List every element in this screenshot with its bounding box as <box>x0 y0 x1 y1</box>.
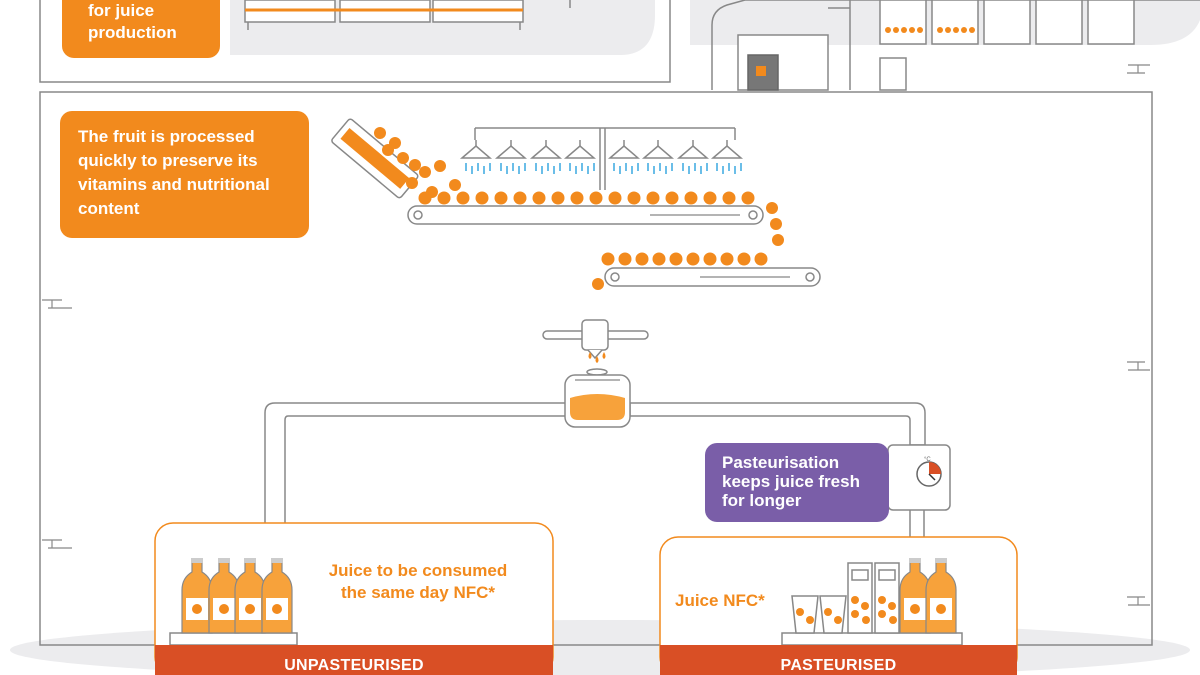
orange <box>437 191 451 205</box>
orange <box>419 166 431 178</box>
orange <box>635 252 649 266</box>
orange <box>409 159 421 171</box>
orange <box>513 191 527 205</box>
orange <box>703 252 717 266</box>
main-panel <box>39 91 1153 646</box>
orange <box>737 252 751 266</box>
wall-marks <box>42 64 1150 606</box>
juice-press <box>542 319 649 376</box>
callout-pasteurisation: Pasteurisation keeps juice fresh for lon… <box>705 443 889 522</box>
orange <box>627 191 641 205</box>
orange <box>665 191 679 205</box>
orange <box>551 191 565 205</box>
label-juice-nfc: Juice NFC* <box>675 591 765 610</box>
shelf-right <box>781 632 963 646</box>
top-left-panel <box>39 0 671 83</box>
orange <box>646 191 660 205</box>
orange <box>720 252 734 266</box>
oranges <box>374 127 784 344</box>
label-same-day: Juice to be consumed the same day NFC* <box>328 561 508 602</box>
orange <box>406 177 418 189</box>
orange <box>382 144 394 156</box>
carton-oranges <box>851 596 897 624</box>
fruit-crates-top <box>244 0 571 30</box>
orange <box>766 202 778 214</box>
orange <box>770 218 782 230</box>
orange <box>456 191 470 205</box>
background-shape-top-left <box>230 0 655 55</box>
orange <box>570 191 584 205</box>
orange <box>494 191 508 205</box>
crate-oranges <box>885 27 975 33</box>
orange <box>449 179 461 191</box>
orange <box>592 278 604 290</box>
pasteuriser-unit <box>887 444 951 511</box>
orange <box>374 127 386 139</box>
orange <box>434 160 446 172</box>
conveyor-belt-upper <box>407 205 764 225</box>
cup-oranges <box>796 608 842 624</box>
juice-drops <box>588 352 606 363</box>
juice-bottles <box>181 558 957 634</box>
orange <box>772 234 784 246</box>
shelf-left <box>169 632 298 646</box>
orange <box>686 252 700 266</box>
juice-tank <box>564 374 631 428</box>
orange <box>397 152 409 164</box>
washing-sprinklers <box>459 127 744 190</box>
juice-cups <box>791 595 847 634</box>
banner-pasteurised: PASTEURISED <box>660 645 1017 675</box>
orange <box>722 191 736 205</box>
juice-bottle <box>899 558 931 634</box>
callout-juice-production: for juice production <box>62 0 220 58</box>
juice-bottle <box>234 558 266 634</box>
juice-bottle <box>208 558 240 634</box>
factory-building <box>711 0 1200 91</box>
water-spray <box>465 163 742 174</box>
orange <box>475 191 489 205</box>
gauge-unit-label: °C <box>924 457 931 463</box>
juice-bottle <box>261 558 293 634</box>
orange <box>418 191 432 205</box>
orange <box>669 252 683 266</box>
callout-processed: The fruit is processed quickly to preser… <box>60 111 309 238</box>
banner-unpasteurised: UNPASTEURISED <box>155 645 553 675</box>
orange <box>608 191 622 205</box>
orange <box>652 252 666 266</box>
juice-bottle <box>925 558 957 634</box>
orange <box>741 191 755 205</box>
juice-bottle <box>181 558 213 634</box>
orange <box>601 252 615 266</box>
conveyor-belt-lower <box>604 267 821 287</box>
orange <box>618 252 632 266</box>
orange <box>703 191 717 205</box>
orange <box>684 191 698 205</box>
orange <box>754 252 768 266</box>
orange <box>589 191 603 205</box>
orange <box>532 191 546 205</box>
